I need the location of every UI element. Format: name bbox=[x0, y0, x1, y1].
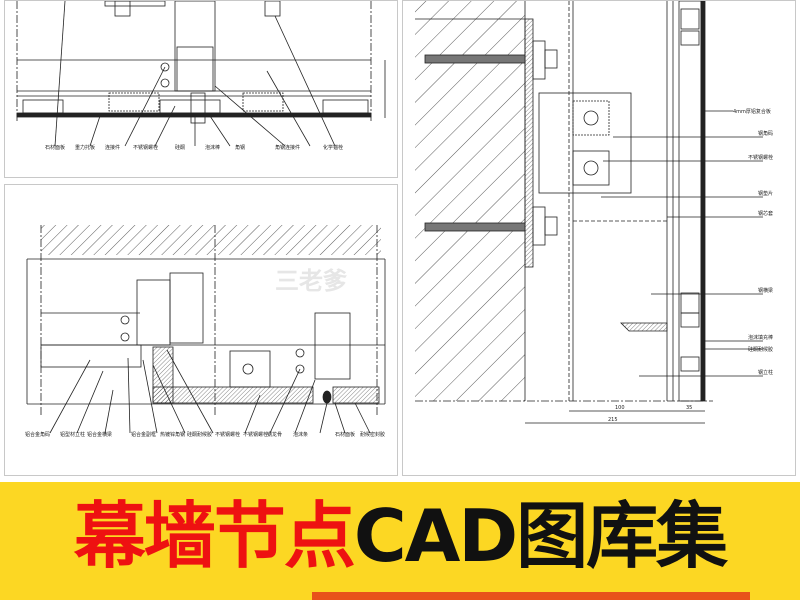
svg-text:角钢: 角钢 bbox=[235, 144, 245, 151]
svg-text:不锈钢螺栓: 不锈钢螺栓 bbox=[215, 431, 240, 438]
svg-text:热镀锌角钢: 热镀锌角钢 bbox=[160, 431, 185, 438]
svg-text:215: 215 bbox=[608, 417, 618, 423]
svg-text:石材面板: 石材面板 bbox=[335, 431, 355, 438]
svg-text:耐候密封胶: 耐候密封胶 bbox=[360, 431, 385, 438]
svg-text:钢立柱: 钢立柱 bbox=[758, 369, 773, 376]
svg-text:泡沫填充棒: 泡沫填充棒 bbox=[748, 334, 773, 341]
svg-text:化学锚栓: 化学锚栓 bbox=[323, 144, 343, 151]
svg-text:4mm厚铝复合板: 4mm厚铝复合板 bbox=[733, 108, 771, 115]
svg-text:不锈钢螺栓: 不锈钢螺栓 bbox=[243, 431, 268, 438]
svg-text:硅酮: 硅酮 bbox=[175, 144, 185, 151]
svg-text:钢芯套: 钢芯套 bbox=[758, 210, 773, 217]
horizontal-section-corner-diagram: 铝合金角码 铝型材立柱 铝合金横梁 铝合金副框 热镀锌角钢 硅酮耐候胶 不锈钢螺… bbox=[25, 225, 386, 438]
svg-text:铝合金角码: 铝合金角码 bbox=[25, 431, 50, 438]
svg-text:连接件: 连接件 bbox=[105, 144, 120, 151]
svg-text:35: 35 bbox=[686, 405, 692, 411]
watermark-text: 三老爹 bbox=[275, 267, 347, 295]
title-black-part: CAD图库集 bbox=[353, 494, 728, 578]
svg-text:重力托板: 重力托板 bbox=[75, 144, 95, 151]
svg-text:铝合金横梁: 铝合金横梁 bbox=[87, 431, 112, 438]
cad-drawing-right: 4mm厚铝复合板 钢角码 不锈钢螺栓 钢垫片 钢芯套 钢横梁 泡沫填充棒 硅酮耐… bbox=[402, 0, 796, 476]
svg-text:100: 100 bbox=[615, 405, 625, 411]
svg-text:角钢连接件: 角钢连接件 bbox=[275, 144, 300, 151]
svg-text:钢龙骨: 钢龙骨 bbox=[267, 431, 282, 438]
svg-text:钢角码: 钢角码 bbox=[758, 130, 773, 137]
svg-text:泡沫条: 泡沫条 bbox=[293, 431, 308, 438]
page-title: 幕墙节点CAD图库集 bbox=[0, 494, 800, 578]
svg-text:铝型材立柱: 铝型材立柱 bbox=[60, 431, 85, 438]
cad-drawing-top-left: 石材面板 重力托板 连接件 不锈钢螺栓 硅酮 泡沫棒 角钢 角钢连接件 化学锚栓 bbox=[4, 0, 398, 178]
title-banner bbox=[0, 482, 800, 600]
svg-text:铝合金副框: 铝合金副框 bbox=[131, 431, 156, 438]
svg-text:硅酮耐候胶: 硅酮耐候胶 bbox=[748, 346, 773, 353]
svg-text:不锈钢螺栓: 不锈钢螺栓 bbox=[133, 144, 158, 151]
title-red-part: 幕墙节点 bbox=[73, 494, 356, 578]
vertical-section-diagram: 4mm厚铝复合板 钢角码 不锈钢螺栓 钢垫片 钢芯套 钢横梁 泡沫填充棒 硅酮耐… bbox=[415, 1, 773, 424]
cad-drawing-bottom-left: 铝合金角码 铝型材立柱 铝合金横梁 铝合金副框 热镀锌角钢 硅酮耐候胶 不锈钢螺… bbox=[4, 184, 398, 476]
svg-text:泡沫棒: 泡沫棒 bbox=[205, 144, 220, 151]
svg-text:钢横梁: 钢横梁 bbox=[758, 287, 773, 294]
svg-text:硅酮耐候胶: 硅酮耐候胶 bbox=[187, 431, 212, 438]
svg-text:不锈钢螺栓: 不锈钢螺栓 bbox=[748, 154, 773, 161]
svg-text:石材面板: 石材面板 bbox=[45, 144, 65, 151]
accent-underline bbox=[312, 592, 750, 600]
svg-text:钢垫片: 钢垫片 bbox=[758, 190, 773, 197]
horizontal-section-diagram: 石材面板 重力托板 连接件 不锈钢螺栓 硅酮 泡沫棒 角钢 角钢连接件 化学锚栓 bbox=[16, 1, 386, 151]
